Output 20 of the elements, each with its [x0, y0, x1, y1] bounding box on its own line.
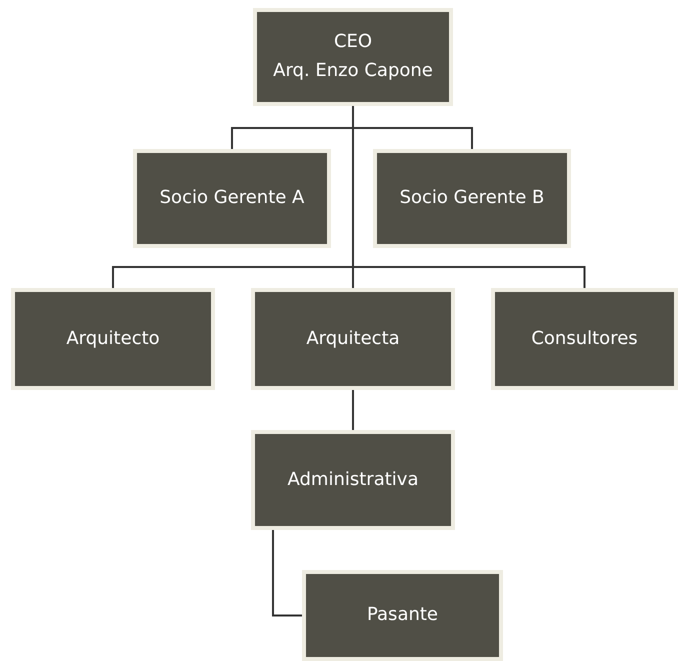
connector-line [352, 106, 586, 288]
role-label: Pasante [366, 603, 438, 628]
role-label: Arquitecta [306, 326, 400, 351]
role-label: Socio Gerente B [400, 186, 544, 210]
connector-line [272, 530, 302, 616]
role-box [11, 288, 215, 390]
role-label: Arq. Enzo Capone [273, 59, 433, 83]
role-box [133, 149, 331, 248]
role-label: CEO [334, 30, 372, 54]
role-label: Arquitecto [66, 326, 160, 351]
role-label: Socio Gerente A [160, 186, 304, 210]
connector-line [352, 390, 354, 430]
role-box [302, 570, 503, 661]
role-box [491, 288, 678, 390]
role-box [251, 288, 455, 390]
role-label: Administrativa [288, 468, 418, 492]
role-label: Consultores [531, 326, 638, 351]
role-box [373, 149, 571, 248]
role-box [251, 430, 455, 530]
role-box [253, 8, 453, 106]
